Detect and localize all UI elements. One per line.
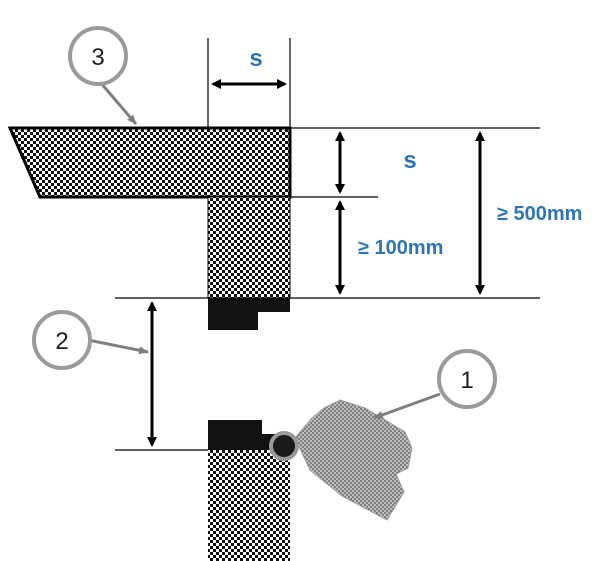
width-label: s — [249, 45, 262, 72]
upper-wall — [207, 196, 291, 330]
slab-thickness-label: s — [403, 147, 416, 174]
callout-3: 3 — [68, 26, 128, 86]
min-gap-label: ≥ 100mm — [358, 237, 443, 259]
leader-lines — [87, 81, 441, 420]
dimension-arrows — [147, 79, 485, 447]
leader-3 — [98, 81, 138, 125]
leader-1 — [373, 392, 441, 420]
callout-3-number: 3 — [91, 44, 104, 71]
device — [269, 399, 413, 521]
total-height-label: ≥ 500mm — [497, 203, 582, 225]
callout-1: 1 — [437, 349, 497, 409]
callout-2-number: 2 — [55, 328, 68, 355]
device-pivot — [269, 431, 299, 461]
leader-2 — [87, 338, 149, 355]
reference-lines — [115, 38, 540, 451]
callout-2: 2 — [32, 310, 92, 370]
ceiling-slab — [7, 126, 292, 199]
callout-1-number: 1 — [460, 367, 473, 394]
